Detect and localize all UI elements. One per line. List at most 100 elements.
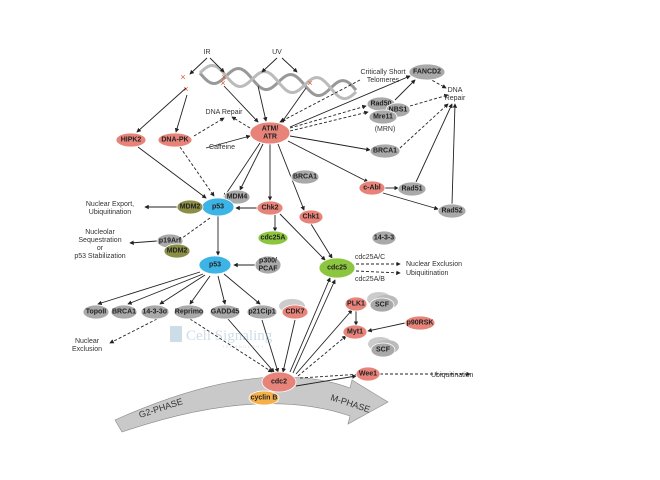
- node-n1433r[interactable]: 14-3-3: [371, 230, 397, 246]
- edge-arrow: [297, 335, 347, 377]
- node-label: SCF: [375, 302, 390, 309]
- node-label: cyclin B: [251, 395, 278, 402]
- node-label: BRCA1: [373, 148, 397, 155]
- svg-text:TECHNOLOGY: TECHNOLOGY: [222, 344, 265, 349]
- node-myt1[interactable]: Myt1: [342, 324, 368, 340]
- node-label: Reprimo: [175, 309, 203, 316]
- node-label: Wee1: [359, 371, 377, 378]
- node-label: p90RSK: [407, 320, 434, 327]
- node-gadd45[interactable]: GADD45: [209, 304, 241, 320]
- edge-arrow: [209, 57, 225, 73]
- label-seq3: or: [97, 245, 104, 252]
- node-brca1r[interactable]: BRCA1: [369, 143, 401, 159]
- node-label: TopoII: [86, 309, 107, 316]
- node-label-line2: ATR: [263, 134, 277, 141]
- edge-arrow: [223, 142, 261, 198]
- node-mre11[interactable]: Mre11: [368, 109, 398, 125]
- label-nucexcl_l1: Nuclear: [75, 338, 100, 345]
- node-wee1[interactable]: Wee1: [355, 366, 381, 382]
- edge-arrow: [281, 57, 298, 73]
- node-chk1[interactable]: Chk1: [298, 209, 324, 225]
- label-export1: Nuclear Export,: [86, 201, 134, 208]
- dna-break-icon: ×: [307, 78, 312, 88]
- node-mdm4[interactable]: MDM4: [223, 189, 251, 205]
- node-scf1[interactable]: SCF: [367, 292, 398, 313]
- edge-arrow: [289, 135, 371, 152]
- edge-arrow: [281, 87, 307, 123]
- node-label: NBS1: [389, 107, 408, 114]
- dna-break-icon: ×: [180, 72, 185, 82]
- label-ubiq_b: Ubiquitination: [431, 372, 474, 379]
- node-p90[interactable]: p90RSK: [404, 315, 436, 331]
- label-seq2: Sequestration: [78, 237, 121, 244]
- node-n1433s[interactable]: 14-3-3σ: [140, 304, 170, 320]
- edge-arrow: [127, 273, 204, 305]
- node-topo[interactable]: TopoII: [82, 304, 110, 320]
- node-mdm2b[interactable]: MDM2: [163, 243, 191, 259]
- node-fancd2[interactable]: FANCD2: [408, 63, 446, 81]
- dna-break-icon: ×: [183, 84, 188, 94]
- node-p300[interactable]: p300/PCAF: [254, 255, 282, 275]
- label-export2: Ubiquitination: [89, 209, 132, 216]
- label-mrn: (MRN): [375, 126, 396, 133]
- edge-arrow: [299, 371, 363, 379]
- edge-arrow: [174, 94, 188, 133]
- edge-arrow: [394, 79, 416, 101]
- node-label: c-Abl: [363, 185, 381, 192]
- edge-arrow: [189, 275, 211, 305]
- edge-arrow: [137, 146, 207, 199]
- label-dnarepair_r2: Repair: [445, 95, 466, 102]
- node-scf2[interactable]: SCF: [368, 337, 399, 358]
- node-label: p19Arf: [159, 238, 182, 245]
- label-uv: UV: [272, 49, 282, 56]
- node-reprimo[interactable]: Reprimo: [173, 304, 205, 320]
- dna-break-icon: ×: [221, 72, 226, 82]
- node-atm[interactable]: ATM/ATR: [249, 121, 291, 145]
- node-cyclinb[interactable]: cyclin B: [248, 390, 280, 406]
- node-label: FANCD2: [413, 69, 441, 76]
- edge-arrow: [97, 271, 201, 306]
- node-brca1b[interactable]: BRCA1: [110, 304, 138, 320]
- node-dnapk[interactable]: DNA-PK: [157, 132, 193, 148]
- node-label: Rad50: [370, 101, 391, 108]
- node-label: 14-3-3σ: [142, 309, 167, 316]
- node-cdk7[interactable]: CDK7: [279, 299, 309, 320]
- node-cabl[interactable]: c-Abl: [358, 180, 386, 196]
- edge-arrow: [223, 273, 261, 305]
- edge-arrow: [129, 240, 158, 245]
- node-rad52[interactable]: Rad52: [437, 203, 467, 219]
- edge-arrow: [179, 146, 215, 197]
- edge-arrow: [382, 192, 439, 211]
- label-ubiq_r: Ubiquitination: [406, 270, 449, 277]
- node-rad51[interactable]: Rad51: [397, 181, 427, 197]
- node-label: Mre11: [373, 114, 393, 121]
- edge-arrow: [399, 103, 449, 149]
- node-label: BRCA1: [112, 309, 136, 316]
- label-nucexcl_l2: Exclusion: [72, 346, 102, 353]
- node-label: p21Cip1: [248, 309, 275, 316]
- node-chk2[interactable]: Chk2: [256, 200, 284, 216]
- node-label: 14-3-3: [374, 235, 394, 242]
- edge-arrow: [231, 116, 251, 129]
- edge-arrow: [289, 104, 367, 129]
- node-cdc25[interactable]: cdc25: [318, 257, 356, 279]
- edge-arrow: [159, 274, 206, 305]
- edge-arrow: [136, 87, 187, 133]
- node-plk1[interactable]: PLK1: [344, 296, 368, 312]
- node-cdc2[interactable]: cdc2: [261, 371, 297, 393]
- edge-arrow: [295, 309, 353, 375]
- node-cdc25a[interactable]: cdc25A: [257, 230, 289, 246]
- node-p53b[interactable]: p53: [198, 255, 232, 275]
- edge-arrow: [289, 75, 411, 128]
- node-p21[interactable]: p21Cip1: [246, 304, 278, 320]
- edge-arrow: [355, 270, 401, 276]
- edge-arrow: [109, 318, 158, 344]
- node-label: cdc2: [271, 379, 287, 386]
- node-hipk2[interactable]: HIPK2: [115, 132, 147, 148]
- node-mdm2a[interactable]: MDM2: [176, 199, 204, 215]
- node-p53a[interactable]: p53: [201, 197, 235, 217]
- node-brca1m[interactable]: BRCA1: [290, 169, 320, 185]
- edge-arrow: [257, 85, 268, 122]
- label-caffeine: Caffeine: [209, 144, 235, 151]
- edge-arrow: [189, 57, 208, 75]
